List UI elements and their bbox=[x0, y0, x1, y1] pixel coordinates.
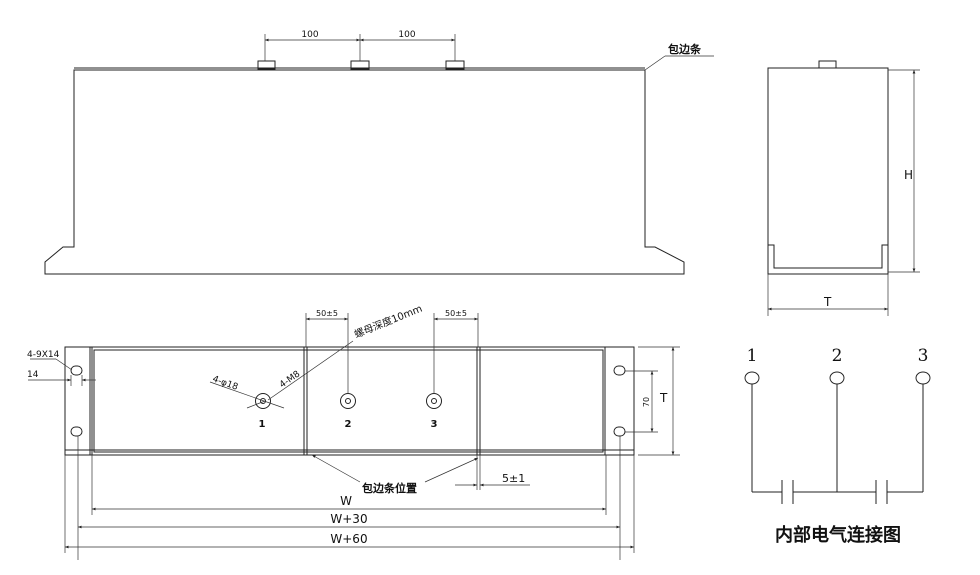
width-label-w60: W+60 bbox=[330, 532, 367, 546]
plan-view: 1 2 3 4-φ18 4-M8 螺母深度10mm 50±5 50±5 4-9X… bbox=[27, 302, 680, 560]
nut-depth-label: 螺母深度10mm bbox=[352, 302, 424, 341]
mounting-slot bbox=[613, 426, 626, 437]
slot-label: 4-9X14 bbox=[27, 350, 60, 360]
circuit-terminal-3: 3 bbox=[918, 346, 929, 366]
circuit-terminal-1: 1 bbox=[747, 346, 758, 366]
circuit-title: 内部电气连接图 bbox=[775, 524, 901, 546]
front-view: 100 100 包边条 bbox=[44, 30, 714, 275]
terminal-1 bbox=[257, 60, 276, 70]
terminal-label-1: 1 bbox=[259, 419, 266, 430]
height-label: H bbox=[904, 168, 913, 182]
slot-width-label: 14 bbox=[27, 370, 39, 380]
width-label-w: W bbox=[340, 494, 352, 508]
hole-label: 4-φ18 bbox=[211, 374, 239, 393]
side-thickness-label: T bbox=[823, 295, 832, 309]
dim-100-right: 100 bbox=[398, 30, 415, 40]
gap-label: 5±1 bbox=[502, 472, 525, 485]
mounting-slot bbox=[70, 426, 83, 437]
hole-spacing-label: 70 bbox=[642, 397, 651, 407]
mounting-slot bbox=[613, 365, 626, 376]
terminal-3 bbox=[426, 393, 442, 409]
offset-right-label: 50±5 bbox=[445, 309, 467, 318]
terminal-2 bbox=[340, 393, 356, 409]
circuit-terminal-2: 2 bbox=[832, 346, 843, 366]
dim-100-left: 100 bbox=[301, 30, 318, 40]
mounting-slot bbox=[70, 365, 83, 376]
thread-label: 4-M8 bbox=[278, 369, 302, 390]
terminal-1 bbox=[255, 393, 271, 409]
edge-strip-label: 包边条 bbox=[667, 42, 702, 56]
internal-connection-diagram: 1 2 3 内部电气连接图 bbox=[744, 346, 931, 546]
plan-thickness-label: T bbox=[659, 391, 668, 405]
side-view: H T bbox=[767, 60, 920, 316]
offset-left-label: 50±5 bbox=[316, 309, 338, 318]
width-label-w30: W+30 bbox=[330, 512, 367, 526]
terminal-label-3: 3 bbox=[431, 419, 438, 430]
edge-strip-position-label: 包边条位置 bbox=[361, 481, 417, 495]
terminal-label-2: 2 bbox=[345, 419, 352, 430]
